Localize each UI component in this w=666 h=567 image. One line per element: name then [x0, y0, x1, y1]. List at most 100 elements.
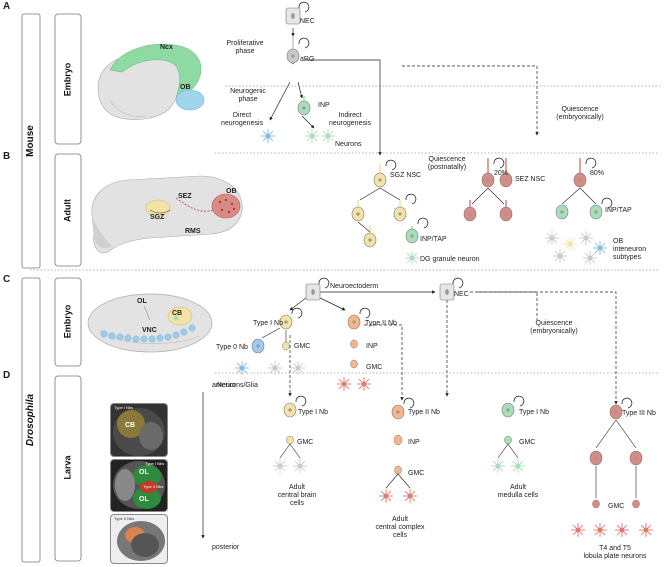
col2-inp [393, 434, 403, 446]
type2-nb-embryo-cycle-arrow [359, 307, 371, 319]
sez-branch-r [487, 187, 505, 205]
col3-n2-soma [515, 463, 521, 469]
col2-type2-nb-label: Type II Nb [408, 409, 440, 416]
larva-brain-image-2: Type I Nbs OL Type II Nbs OL [110, 459, 168, 512]
sgz-daughter-2-nucleus [398, 212, 402, 216]
ob-n2-soma [567, 241, 573, 247]
sez-nsc-20-nucleus [486, 178, 490, 182]
arg-cycle-arrow [298, 37, 310, 49]
panel-letter-b: B [3, 151, 11, 162]
type0-nb-label: Type 0 Nb [216, 344, 248, 351]
col1-nb-cycle-arrow [295, 395, 307, 407]
col4-nb-cycle-arrow [621, 397, 633, 409]
col4-d1-nucleus [594, 456, 598, 460]
fly-emb-n3-soma [341, 381, 347, 387]
drosophila-embryo-illustration [87, 293, 213, 353]
neuroectoderm-nucleus [311, 289, 315, 295]
col2-inp-label: INP [408, 439, 420, 446]
thumb2-tag: Type I Nbs [145, 461, 165, 466]
col2-n2-soma [407, 493, 413, 499]
sez-nsc-80-cycle-arrow [585, 157, 597, 169]
larva-brain-image-3: Type II Nbs [110, 514, 168, 564]
inp-mouse-nucleus [302, 106, 306, 110]
sez80-r [579, 187, 597, 205]
ob-n5-soma [557, 253, 563, 259]
ncx-label: Ncx [160, 44, 173, 51]
col2-l2 [397, 473, 411, 489]
col2-l1 [385, 473, 399, 489]
sgz-nsc-cycle-arrow [385, 159, 397, 171]
sgz-label: SGZ [150, 214, 165, 221]
gmc-label-embryo-2: GMC [366, 364, 383, 371]
col3-gmc-label: GMC [519, 439, 536, 446]
col4-n1-soma [575, 527, 581, 533]
inp-label-mouse: INP [318, 102, 330, 109]
stage-label-mouse-adult: Adult [62, 199, 73, 222]
col2-gmc [394, 465, 402, 475]
neurons-glia-label: Neurons/Glia [217, 382, 258, 389]
stage-label-fly-larva: Larva [62, 455, 73, 480]
col1-type1-nb-label: Type I Nb [298, 409, 328, 416]
col3-type1-nb-label: Type I Nb [519, 409, 549, 416]
sgz-daughter-1-nucleus [356, 212, 360, 216]
sgz-branch-right [379, 187, 401, 201]
sgz-nsc-nucleus [378, 178, 382, 182]
col4-n3-soma [619, 527, 625, 533]
panel-letter-c: C [3, 274, 11, 285]
sgz-inp-nucleus [410, 234, 414, 238]
type0-nb-nucleus [256, 344, 260, 348]
sez-tap-1-nucleus [560, 210, 564, 214]
sez-tap-2-cycle-arrow [601, 197, 613, 209]
col4-type3-nb-label: Type III Nb [622, 410, 656, 417]
col3-n1-soma [495, 463, 501, 469]
col3-l1 [497, 443, 509, 459]
posterior-label: posterior [212, 544, 240, 551]
nec-label-fly: NEC [454, 291, 469, 298]
nec-fly-cycle-arrow [452, 277, 464, 289]
col2-nb-cycle-arrow [403, 397, 415, 409]
inp-tap-sez-label: INP/TAP [605, 207, 632, 214]
sez-d2-nucleus [504, 212, 508, 216]
thumb2-type2-label: Type II Nbs [143, 484, 164, 489]
sgz-nsc-label: SGZ NSC [390, 172, 422, 179]
sgz-inp-cycle-arrow [417, 217, 429, 229]
ob-n1-soma [549, 235, 555, 241]
neurons-label: Neurons [335, 141, 362, 148]
col1-l2 [289, 443, 301, 459]
arg-label: aRG [300, 56, 315, 63]
rms-label: RMS [185, 228, 201, 235]
organism-label-drosophila: Drosophila [25, 393, 36, 447]
indirect-neurogenesis-label: Indirect neurogenesis [328, 112, 372, 127]
neuron-direct-soma [265, 133, 271, 139]
ob-n3-soma [583, 235, 589, 241]
col2-gmc-label: GMC [408, 470, 425, 477]
lineage-cells [235, 1, 653, 537]
gmc-label-embryo-1: GMC [294, 343, 311, 350]
ol-label: OL [137, 298, 147, 305]
col4-gmc-2 [632, 499, 640, 509]
sez-branch-l [471, 187, 489, 205]
direct-neurogenesis-label: Direct neurogenesis [220, 112, 264, 127]
thumb1-tag: Type I Nbs [114, 405, 134, 410]
type2-nb-embryo-nucleus [352, 320, 356, 324]
sez-d1-nucleus [468, 212, 472, 216]
organism-label-mouse: Mouse [25, 125, 36, 157]
col3-nb-nucleus [506, 408, 510, 412]
col1-nb-nucleus [288, 408, 292, 412]
sez-tap-2-nucleus [594, 210, 598, 214]
type1-nb-embryo-cycle-arrow [291, 307, 303, 319]
col3-nb-cycle-arrow [513, 395, 525, 407]
type1-nb-embryo-nucleus [284, 320, 288, 324]
col1-gmc [286, 435, 294, 445]
col2-nb-nucleus [396, 410, 400, 414]
lineage-arrows [269, 28, 618, 405]
panel-letter-a: A [3, 1, 11, 12]
fly-emb-n2-soma [295, 365, 301, 371]
inp-embryo [350, 339, 358, 349]
thumb1-cb-label: CB [125, 422, 136, 429]
col4-output-label: T4 and T5 lobula plate neurons [583, 545, 647, 560]
ob-interneuron-subtypes-label: OB inteneuron subtypes [613, 238, 647, 261]
arg-nucleus [291, 54, 295, 58]
col1-n1-soma [277, 463, 283, 469]
sgz-link-3 [357, 221, 371, 233]
